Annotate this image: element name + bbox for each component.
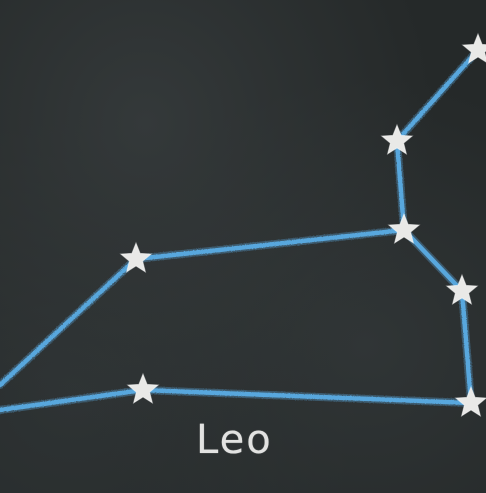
- star-icon: [387, 212, 421, 245]
- star-icon: [119, 241, 153, 274]
- constellation-name: Leo: [196, 417, 273, 463]
- constellation-line: [140, 387, 474, 406]
- constellation-line: [394, 47, 481, 144]
- constellation-line: [394, 138, 407, 233]
- constellation-line: [401, 227, 465, 294]
- constellation-line: [459, 288, 474, 406]
- star-icon: [454, 385, 486, 418]
- constellation-line: [0, 387, 146, 413]
- star-icon: [380, 123, 414, 156]
- constellation-line: [0, 256, 139, 388]
- star-icon: [461, 32, 486, 65]
- star-icon: [445, 273, 479, 306]
- constellation-line: [133, 227, 407, 262]
- star-icon: [126, 372, 160, 405]
